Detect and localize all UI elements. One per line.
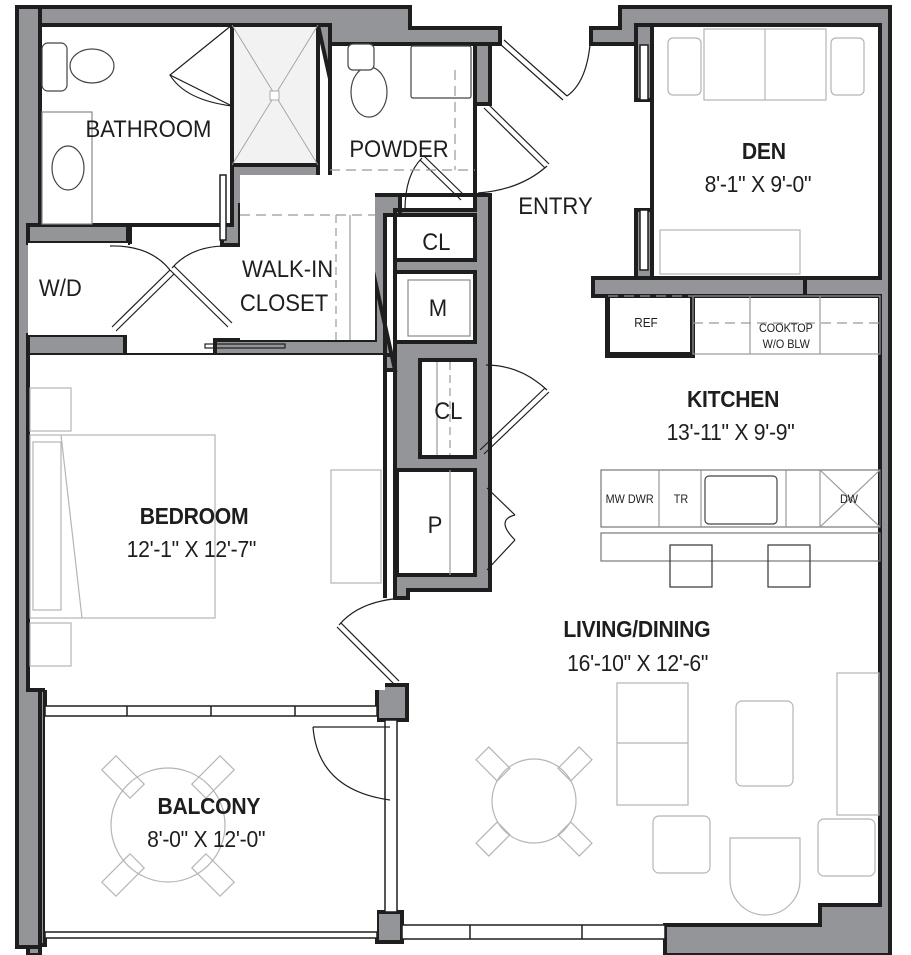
room-label-powder: POWDER (349, 136, 449, 163)
windows (44, 44, 666, 940)
ref-box (606, 294, 694, 356)
nightstand-icon (29, 387, 72, 432)
room-dims-den: 8'-1" X 9'-0" (704, 171, 812, 197)
room-label-bathroom: BATHROOM (85, 116, 212, 143)
shower-icon (231, 24, 319, 166)
room-label-den: DEN (741, 138, 786, 164)
room-dims-kitchen: 13'-11" X 9'-9" (666, 419, 795, 445)
wd-floor (28, 243, 128, 335)
pantry-floor (395, 468, 477, 577)
room-label-closet: CLOSET (239, 290, 329, 317)
room-label-mech: M (428, 295, 448, 322)
room-label-walkin: WALK-IN (241, 256, 334, 283)
room-label-bedroom: BEDROOM (139, 503, 249, 529)
toilet-bowl-icon (69, 48, 115, 84)
room-label-entry: ENTRY (518, 193, 593, 220)
appliance-label-cooktop-blw: W/O BLW (762, 337, 810, 351)
powder-sink-icon (410, 45, 472, 99)
cl1-floor (393, 213, 477, 262)
den-tv-icon (659, 229, 801, 275)
kitchen-cabinets (240, 70, 881, 588)
appliance-label-cooktop: COOKTOP (758, 321, 813, 335)
powder-toilet-icon (350, 66, 388, 118)
room-dims-living: 16'-10" X 12'-6" (567, 650, 709, 676)
doors (109, 24, 592, 801)
coffee-table-icon (735, 700, 794, 787)
living-sofa-icon (616, 682, 689, 806)
appliance-label-dw: DW (840, 492, 858, 506)
toilet-tank-icon (41, 42, 68, 92)
kitchen-sink-icon (704, 475, 778, 525)
bed-icon (29, 434, 216, 619)
nightstand-icon (29, 622, 72, 667)
room-label-kitchen: KITCHEN (687, 386, 780, 412)
fixtures (41, 42, 778, 525)
appliance-label-ref: REF (634, 315, 658, 330)
armchair-icon (817, 818, 876, 877)
round-chair-icon (729, 837, 801, 916)
bath-sink-icon (51, 145, 85, 191)
dining-table-icon (491, 758, 577, 844)
appliance-label-mw: MW DWR (605, 492, 654, 506)
room-dims-balcony: 8'-0" X 12'-0" (147, 826, 266, 852)
balcony-table-icon (110, 767, 226, 883)
room-dims-bedroom: 12'-1" X 12'-7" (126, 536, 257, 562)
dresser-icon (330, 469, 382, 584)
room-label-cl2: CL (434, 398, 463, 425)
room-label-wd: W/D (38, 275, 82, 302)
balcony-floor (45, 712, 377, 937)
room-label-living: LIVING/DINING (563, 616, 711, 642)
bedroom-floor (28, 355, 385, 690)
walkin-floor (240, 175, 375, 340)
room-label-cl1: CL (422, 229, 451, 256)
armchair-icon (652, 815, 711, 874)
cl2-floor (418, 358, 477, 459)
room-label-balcony: BALCONY (157, 793, 261, 819)
living-tv-icon (836, 672, 880, 816)
furniture (29, 28, 880, 916)
chair-icons (100, 746, 593, 898)
den-floor (650, 23, 882, 280)
room-label-pantry: P (427, 512, 443, 539)
appliance-label-tr: TR (673, 492, 689, 506)
